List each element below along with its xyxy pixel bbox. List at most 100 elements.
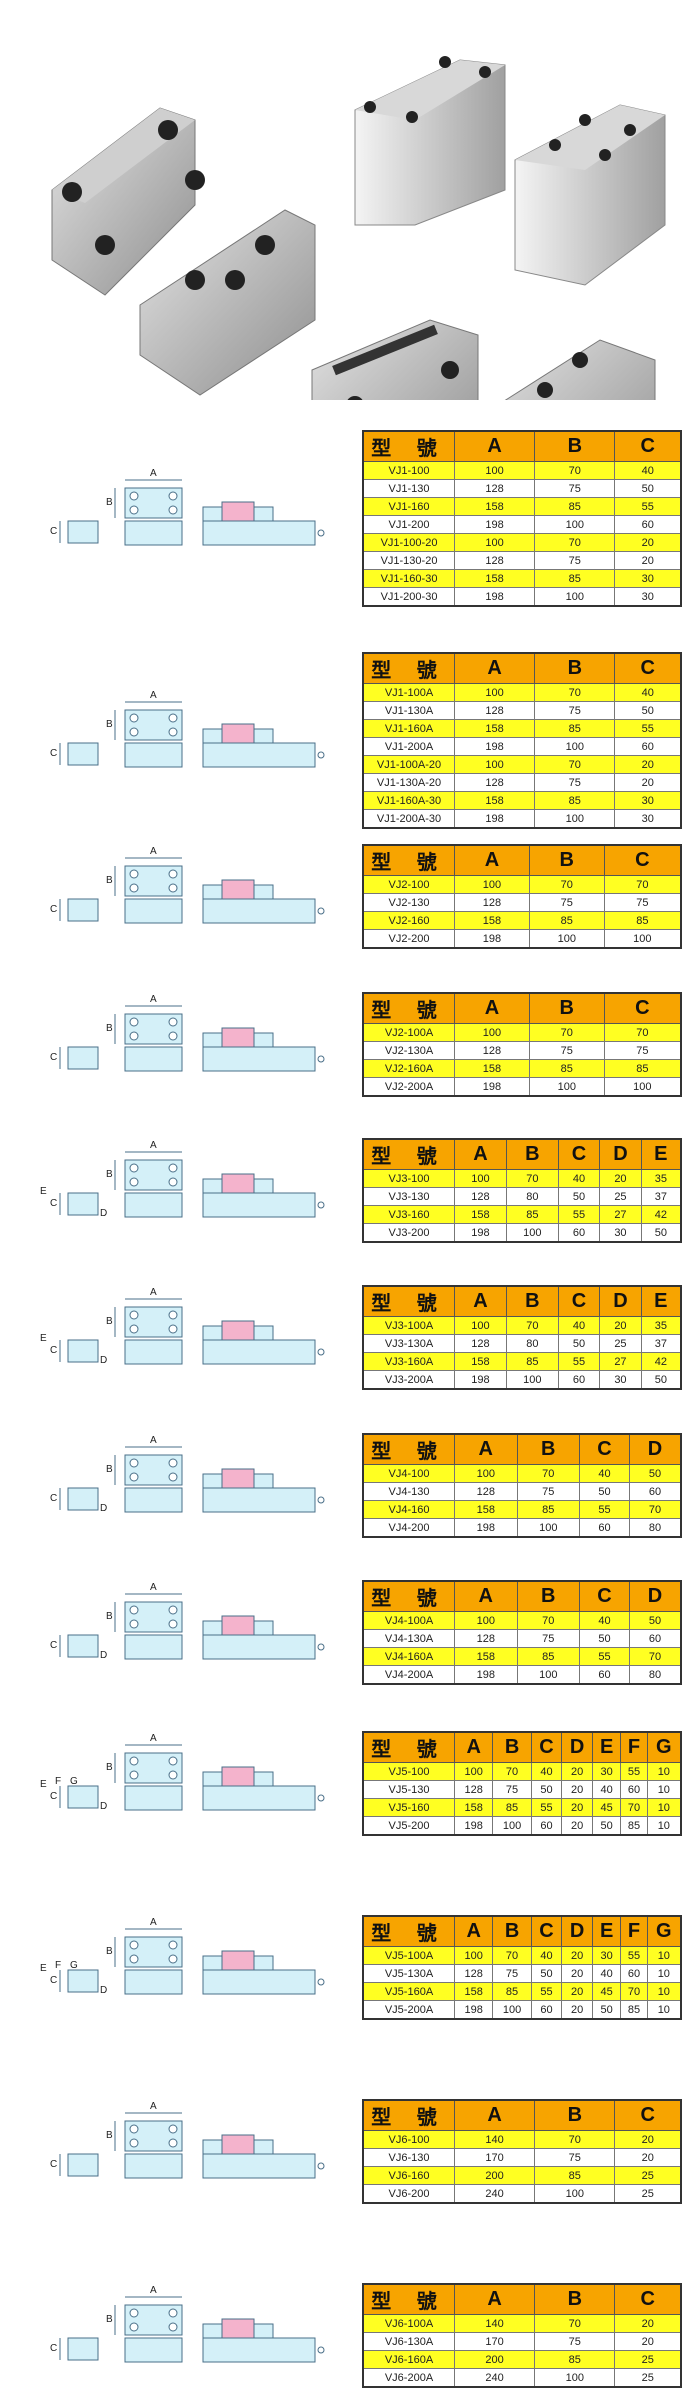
header-a: A	[453, 430, 536, 462]
value-cell: 25	[614, 2368, 682, 2388]
vise-body	[202, 1046, 316, 1071]
value-cell: 25	[614, 2184, 682, 2204]
value-cell: 198	[454, 1370, 507, 1390]
value-cell: 42	[640, 1352, 682, 1371]
value-cell: 10	[646, 1762, 682, 1781]
dimension-label-b: B	[106, 1761, 113, 1773]
dimension-label-d: D	[100, 1502, 108, 1514]
header-a: A	[454, 1433, 518, 1465]
dimension-label-a: A	[150, 993, 157, 1005]
value-cell: 158	[454, 1205, 507, 1224]
value-cell: 100	[534, 809, 616, 829]
dimension-label-b: B	[106, 1463, 113, 1475]
value-cell: 30	[599, 1370, 642, 1390]
value-cell: 42	[640, 1205, 682, 1224]
vise-body	[202, 1785, 316, 1810]
header-model: 型 號	[362, 1731, 455, 1763]
vise-jaw	[221, 501, 255, 521]
value-cell: 100	[528, 929, 605, 949]
dimension-label-c: C	[50, 2158, 58, 2170]
value-cell: 158	[453, 791, 536, 810]
front-view	[124, 2153, 183, 2178]
value-cell: 128	[454, 1629, 518, 1648]
header-b: B	[528, 992, 605, 1024]
side-view	[67, 1046, 99, 1069]
value-cell: 128	[454, 1334, 507, 1353]
product-photos	[0, 0, 700, 501]
vise-jaw	[221, 1173, 255, 1193]
value-cell: 40	[530, 1762, 563, 1781]
value-cell: 75	[603, 893, 682, 912]
model-cell: VJ1-130A-20	[362, 773, 455, 792]
vise-body	[202, 742, 316, 767]
value-cell: 80	[628, 1518, 682, 1538]
value-cell: 55	[620, 1762, 648, 1781]
dimension-label-c: C	[50, 1974, 58, 1986]
model-cell: VJ6-160	[362, 2166, 455, 2185]
dimension-label-b: B	[106, 2313, 113, 2325]
value-cell: 80	[505, 1334, 559, 1353]
value-cell: 40	[591, 1780, 622, 1799]
value-cell: 75	[516, 1629, 581, 1648]
value-cell: 75	[534, 701, 616, 720]
value-cell: 100	[528, 1077, 605, 1097]
value-cell: 85	[492, 1798, 532, 1817]
header-model: 型 號	[362, 1433, 455, 1465]
front-view	[124, 520, 183, 545]
model-cell: VJ3-130	[362, 1187, 455, 1206]
value-cell: 30	[591, 1762, 622, 1781]
value-cell: 60	[579, 1665, 630, 1685]
value-cell: 25	[614, 2166, 682, 2185]
dimension-label-b: B	[106, 1945, 113, 1957]
header-b: B	[492, 1731, 532, 1763]
header-c: C	[557, 1138, 601, 1170]
dimension-label-a: A	[150, 1139, 157, 1151]
value-cell: 100	[453, 1946, 494, 1965]
header-b: B	[528, 844, 605, 876]
value-cell: 200	[453, 2166, 536, 2185]
vise-jaw	[221, 1027, 255, 1047]
model-cell: VJ6-200A	[362, 2368, 455, 2388]
header-c: C	[614, 430, 682, 462]
value-cell: 100	[454, 1464, 518, 1483]
value-cell: 10	[646, 1780, 682, 1799]
value-cell: 70	[628, 1647, 682, 1666]
header-b: B	[534, 430, 616, 462]
dimension-label-g: G	[70, 1959, 78, 1971]
value-cell: 85	[534, 2166, 616, 2185]
value-cell: 50	[579, 1629, 630, 1648]
value-cell: 30	[614, 569, 682, 588]
dimension-label-a: A	[150, 1581, 157, 1593]
dimension-label-b: B	[106, 1610, 113, 1622]
value-cell: 198	[453, 2000, 494, 2020]
dimension-label-c: C	[50, 1344, 58, 1356]
value-cell: 100	[453, 533, 536, 552]
jaw-photo-3	[354, 56, 506, 226]
front-view	[124, 2337, 183, 2362]
model-cell: VJ5-200	[362, 1816, 455, 1836]
header-model: 型 號	[362, 1915, 455, 1947]
vise-jaw	[221, 1766, 255, 1786]
jaw-photo-4	[514, 104, 666, 286]
value-cell: 30	[599, 1223, 642, 1243]
